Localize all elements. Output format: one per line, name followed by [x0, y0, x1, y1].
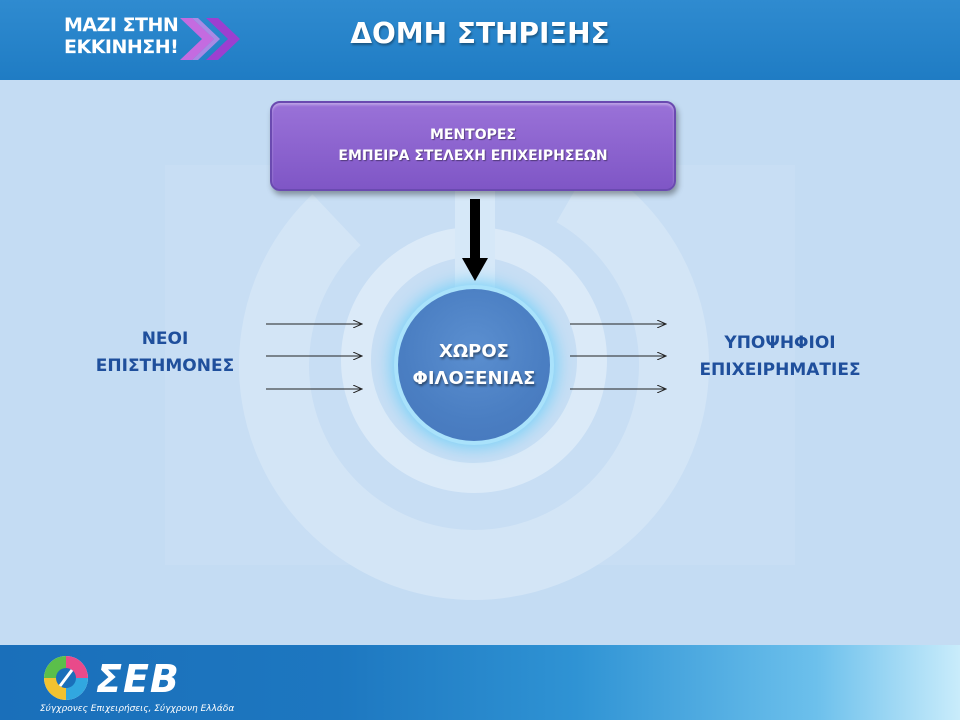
mentors-title: ΜΕΝΤΟΡΕΣ — [429, 127, 517, 143]
hosting-space-node: ΧΩΡΟΣ ΦΙΛΟΞΕΝΙΑΣ — [398, 289, 550, 441]
background-ring-decoration — [165, 129, 795, 600]
seb-tagline: Σύγχρονες Επιχειρήσεις, Σύγχρονη Ελλάδα — [40, 704, 235, 714]
campaign-logo-text: ΜΑΖΙ ΣΤΗΝ ΕΚΚΙΝΗΣΗ! — [64, 14, 179, 58]
hub-label-line1: ΧΩΡΟΣ — [439, 341, 509, 362]
footer-bar — [0, 645, 960, 720]
seb-logo-icon — [44, 656, 88, 700]
young-scientists-label: ΝΕΟΙ ΕΠΙΣΤΗΜΟΝΕΣ — [70, 326, 260, 380]
mentors-box: ΜΕΝΤΟΡΕΣ ΕΜΠΕΙΡΑ ΣΤΕΛΕΧΗ ΕΠΙΧΕΙΡΗΣΕΩΝ — [270, 101, 676, 191]
outputs-line2: ΕΠΙΧΕΙΡΗΜΑΤΙΕΣ — [699, 360, 861, 380]
page-title: ΔΟΜΗ ΣΤΗΡΙΞΗΣ — [350, 17, 610, 50]
header-bar: ΜΑΖΙ ΣΤΗΝ ΕΚΚΙΝΗΣΗ! ΔΟΜΗ ΣΤΗΡΙΞΗΣ — [0, 0, 960, 80]
double-chevron-icon — [180, 18, 240, 60]
inputs-line2: ΕΠΙΣΤΗΜΟΝΕΣ — [95, 356, 235, 376]
mentors-subtitle: ΕΜΠΕΙΡΑ ΣΤΕΛΕΧΗ ΕΠΙΧΕΙΡΗΣΕΩΝ — [338, 148, 608, 164]
hub-label-line2: ΦΙΛΟΞΕΝΙΑΣ — [412, 368, 536, 389]
inputs-line1: ΝΕΟΙ — [141, 329, 189, 349]
outputs-line1: ΥΠΟΨΗΦΙΟΙ — [724, 333, 836, 353]
seb-brand-name: ΣΕΒ — [96, 657, 180, 701]
candidate-entrepreneurs-label: ΥΠΟΨΗΦΙΟΙ ΕΠΙΧΕΙΡΗΜΑΤΙΕΣ — [680, 330, 880, 384]
